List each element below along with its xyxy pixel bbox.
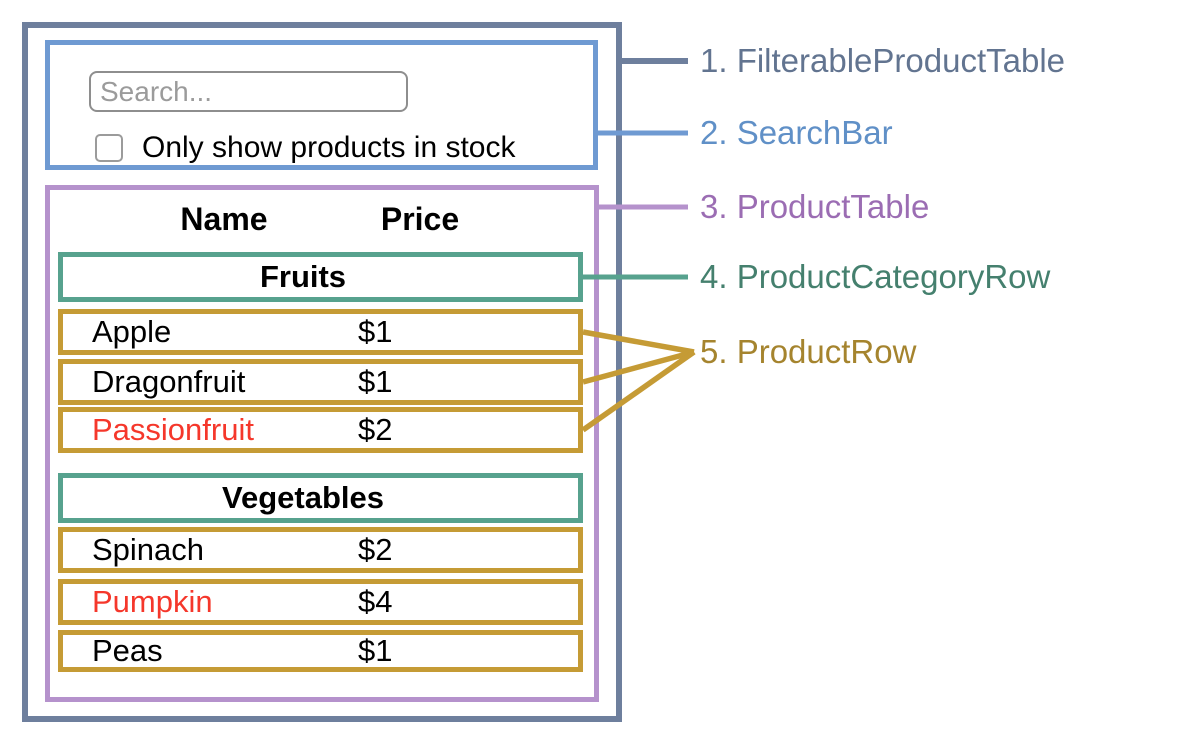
product-price: $1 — [358, 633, 393, 668]
search-input[interactable] — [89, 71, 408, 112]
label-product-table: 3. ProductTable — [700, 188, 930, 225]
category-label: Fruits — [259, 259, 347, 294]
product-row-dragonfruit: Dragonfruit $1 — [58, 359, 583, 405]
product-name-out-of-stock: Passionfruit — [92, 412, 254, 447]
category-row-vegetables: Vegetables — [58, 473, 583, 523]
product-name: Dragonfruit — [92, 364, 246, 399]
product-row-spinach: Spinach $2 — [58, 527, 583, 573]
product-row-passionfruit: Passionfruit $2 — [58, 407, 583, 453]
product-name: Spinach — [92, 532, 205, 567]
product-price: $4 — [358, 584, 393, 619]
label-product-row: 5. ProductRow — [700, 333, 917, 370]
label-filterable-product-table: 1. FilterableProductTable — [700, 42, 1066, 79]
label-product-category-row: 4. ProductCategoryRow — [700, 258, 1051, 295]
product-price: $2 — [358, 412, 393, 447]
column-header-price: Price — [380, 201, 460, 237]
product-row-peas: Peas $1 — [58, 630, 583, 672]
product-price: $1 — [358, 314, 393, 349]
product-price: $1 — [358, 364, 393, 399]
column-header-name: Name — [180, 201, 268, 237]
product-name: Apple — [92, 314, 172, 349]
category-row-fruits: Fruits — [58, 252, 583, 302]
product-row-pumpkin: Pumpkin $4 — [58, 579, 583, 625]
product-price: $2 — [358, 532, 393, 567]
in-stock-checkbox-label: Only show products in stock — [142, 131, 516, 164]
product-row-apple: Apple $1 — [58, 309, 583, 355]
category-label: Vegetables — [222, 480, 384, 515]
in-stock-checkbox[interactable] — [95, 134, 123, 162]
product-name-out-of-stock: Pumpkin — [92, 584, 213, 619]
product-name: Peas — [92, 633, 163, 668]
label-search-bar: 2. SearchBar — [700, 114, 893, 151]
